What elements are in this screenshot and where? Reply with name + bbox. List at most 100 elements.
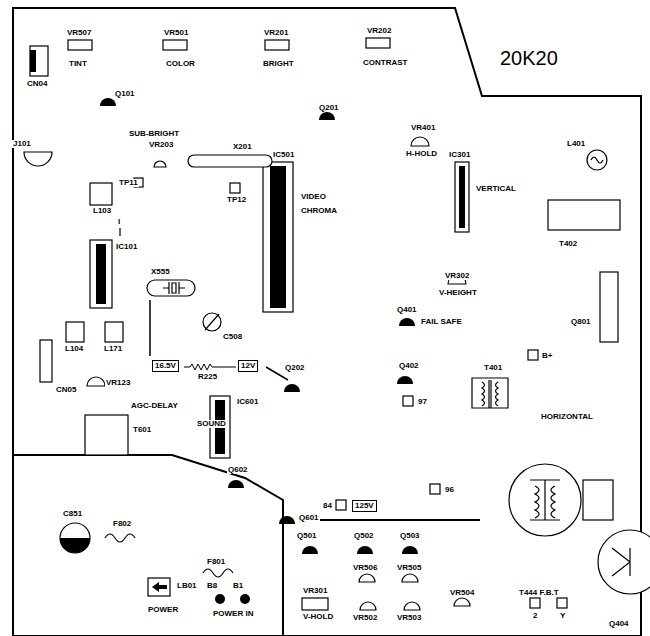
part-label: Q602 bbox=[227, 466, 249, 474]
part-label: 2 bbox=[532, 612, 538, 620]
ic-chip bbox=[455, 162, 469, 232]
trimmer-symbol bbox=[402, 574, 418, 582]
part-label: Q501 bbox=[296, 532, 318, 540]
part-label: B1 bbox=[232, 582, 244, 590]
part-label: LB01 bbox=[176, 582, 198, 590]
trimmer-slider bbox=[68, 40, 92, 50]
fuse-symbol bbox=[105, 534, 135, 542]
connector-pins bbox=[30, 50, 36, 72]
trimmer-symbol bbox=[154, 161, 166, 167]
part-label: VR123 bbox=[105, 379, 131, 387]
part-label: IC101 bbox=[115, 243, 138, 251]
coil-box bbox=[90, 183, 112, 205]
part-label: IC301 bbox=[448, 151, 471, 159]
part-label: X555 bbox=[150, 268, 171, 276]
trimmer-slider bbox=[163, 40, 187, 50]
part-label: F802 bbox=[112, 520, 132, 528]
part-label: CHROMA bbox=[300, 207, 338, 215]
part-label: BRIGHT bbox=[262, 60, 295, 68]
transistor-leads bbox=[612, 548, 630, 576]
variable-capacitor bbox=[203, 313, 221, 331]
part-label: AGC-DELAY bbox=[130, 402, 179, 410]
part-label: POWER bbox=[147, 606, 179, 614]
coil-winding bbox=[591, 157, 603, 163]
part-label: T402 bbox=[558, 240, 578, 248]
part-label: B+ bbox=[541, 352, 553, 360]
part-label: IC501 bbox=[272, 151, 295, 159]
board-divider bbox=[13, 455, 283, 636]
test-point bbox=[430, 484, 440, 494]
power-switch bbox=[148, 578, 170, 596]
part-label: VR506 bbox=[352, 564, 378, 572]
pin-mark bbox=[119, 228, 120, 236]
capacitor-arrow bbox=[205, 314, 219, 330]
trimmer-symbol bbox=[360, 602, 376, 610]
part-label: VERTICAL bbox=[475, 185, 517, 193]
transistor-symbol bbox=[397, 376, 413, 384]
part-label: VR202 bbox=[366, 27, 392, 35]
part-label: C508 bbox=[222, 333, 243, 341]
coil-box bbox=[66, 322, 84, 342]
board-divider bbox=[315, 519, 480, 521]
voltage-box: 16.5V bbox=[152, 360, 179, 372]
connector bbox=[40, 340, 52, 382]
part-label: F801 bbox=[206, 558, 226, 566]
ic-pins bbox=[96, 244, 106, 304]
part-label: VR401 bbox=[410, 124, 436, 132]
part-label: VR301 bbox=[302, 587, 328, 595]
connector bbox=[30, 46, 48, 76]
voltage-box: 125V bbox=[352, 500, 377, 512]
part-label: VR302 bbox=[444, 272, 470, 280]
crystal bbox=[147, 280, 195, 296]
part-label: C851 bbox=[62, 510, 83, 518]
crystal-symbol bbox=[163, 282, 185, 294]
part-label: Y bbox=[559, 612, 566, 620]
transistor-symbol bbox=[402, 546, 418, 554]
part-label: SUB-BRIGHT bbox=[128, 130, 180, 138]
part-label: VR501 bbox=[163, 29, 189, 37]
test-point bbox=[403, 396, 413, 406]
part-label: FAIL SAFE bbox=[420, 318, 463, 326]
transistor-symbol bbox=[100, 98, 116, 106]
coil-box bbox=[105, 322, 123, 342]
transistor-symbol bbox=[319, 112, 335, 120]
trimmer-slider bbox=[366, 38, 390, 48]
transistor-symbol bbox=[302, 546, 318, 554]
capacitor bbox=[60, 523, 90, 553]
part-label: VR505 bbox=[396, 564, 422, 572]
part-label: T601 bbox=[132, 426, 152, 434]
part-label: Q502 bbox=[353, 532, 375, 540]
trimmer-symbol bbox=[359, 574, 375, 582]
transistor-symbol bbox=[228, 480, 244, 488]
trimmer-symbol bbox=[404, 602, 420, 610]
part-label: HORIZONTAL bbox=[540, 413, 594, 421]
flyback-transformer bbox=[509, 464, 581, 536]
trimmer-symbol bbox=[87, 377, 105, 386]
test-point bbox=[557, 598, 567, 608]
part-label: X201 bbox=[232, 143, 253, 151]
transistor-body bbox=[600, 272, 618, 342]
part-label: L104 bbox=[64, 345, 84, 353]
part-label: Q503 bbox=[399, 532, 421, 540]
resistor-symbol bbox=[184, 364, 236, 370]
part-label: H-HOLD bbox=[405, 150, 438, 158]
transistor-symbol bbox=[284, 384, 300, 392]
part-label: TP12 bbox=[226, 196, 247, 204]
part-label: VR503 bbox=[396, 614, 422, 622]
part-label: Q801 bbox=[570, 318, 592, 326]
part-label: POWER IN bbox=[212, 610, 254, 618]
capacitor-polarity bbox=[60, 538, 90, 553]
part-label: J101 bbox=[12, 140, 32, 148]
part-label: 96 bbox=[444, 486, 455, 494]
test-point bbox=[530, 598, 540, 608]
part-label: L171 bbox=[103, 345, 123, 353]
part-label: TINT bbox=[68, 60, 88, 68]
trimmer-symbol bbox=[454, 598, 470, 606]
voltage-label: 12V bbox=[241, 362, 255, 370]
voltage-box: 12V bbox=[238, 360, 258, 372]
part-label: COLOR bbox=[165, 60, 196, 68]
part-label: 97 bbox=[417, 398, 428, 406]
transformer-symbol bbox=[472, 378, 508, 408]
part-label: Q601 bbox=[298, 514, 320, 522]
